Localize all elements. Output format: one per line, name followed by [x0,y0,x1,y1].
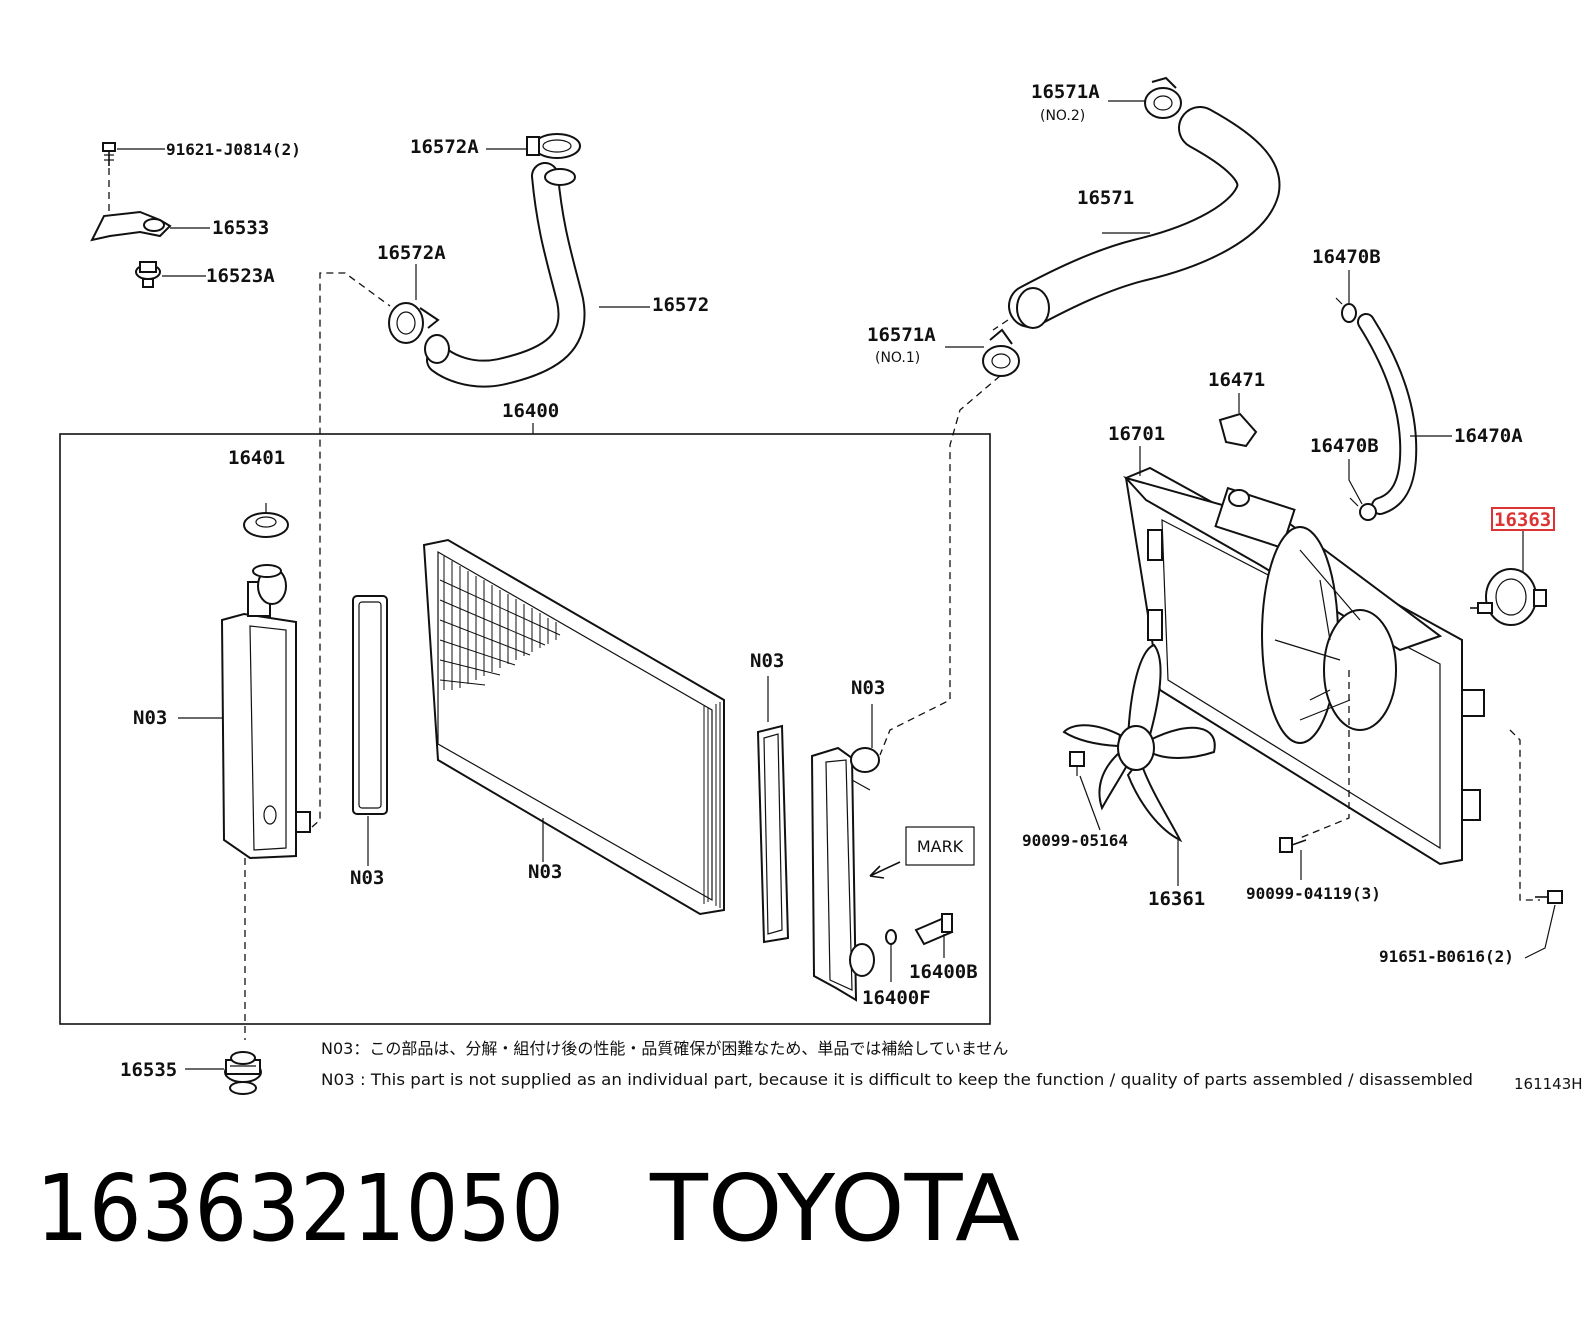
label-cushion: 16535 [120,1059,177,1081]
label-bracket: 16533 [212,217,269,239]
label-hose-clip-top: 16470B [1312,246,1381,268]
label-gasket-right: N03 [750,650,784,672]
label-nut: 90099-05164 [1022,831,1128,850]
label-clamp-upper-a: 16572A [410,136,479,158]
caption-brand: TOYOTA [649,1155,1020,1262]
label-clip: 16471 [1208,369,1265,391]
label-gasket-left: N03 [350,867,384,889]
core-part [422,538,725,916]
bracket-part [90,210,172,242]
label-clamp-upper-b: 16572A [377,242,446,264]
upper-clamp-b-part [388,302,440,344]
label-tank-left: N03 [133,707,167,729]
label-clamp-no1-sub: (NO.1) [875,350,920,366]
shroud-part [1122,466,1485,866]
label-cap: 16401 [228,447,285,469]
note-japanese: N03：この部品は、分解・組付け後の性能・品質確保が困難なため、単品では補給して… [321,1039,1008,1058]
label-core: N03 [528,861,562,883]
label-grommet: 16523A [206,265,275,287]
left-gasket-part [352,595,388,815]
bolt-top-part [102,142,116,166]
screw-part [1279,837,1307,853]
note-english: N03 : This part is not supplied as an in… [321,1070,1473,1089]
hose-clip-top-part [1335,297,1357,323]
label-shroud: 16701 [1108,423,1165,445]
left-tank-part [220,564,311,860]
bolt-right-part [1535,890,1563,904]
upper-clamp-a-part [526,133,581,159]
label-hose-lower: 16571 [1077,187,1134,209]
label-clamp-no2: 16571A [1031,81,1100,103]
label-oring: 16400F [862,987,931,1009]
label-motor: 16363 [1494,509,1551,531]
right-gasket-part [756,724,790,944]
label-tank-right: N03 [851,677,885,699]
label-bolt-right: 91651-B0616(2) [1379,947,1514,966]
right-tank-part [810,746,880,1002]
upper-hose-part [424,162,586,388]
label-bolt-top: 91621-J0814(2) [166,140,301,159]
small-hose-part [1357,313,1418,515]
mark-label: MARK [917,837,964,856]
mark-box: MARK [869,826,975,879]
label-clamp-no1: 16571A [867,324,936,346]
caption-part-number: 1636321050 [36,1155,564,1262]
cap-part [243,503,289,538]
clip-part [1218,412,1258,448]
radiator-assembly-box [59,433,991,1025]
clamp-no2-part [1144,76,1182,119]
grommet-part [135,261,161,288]
label-drain-cock: 16400B [909,961,978,983]
oring-part [885,929,897,945]
drain-cock-part [914,913,954,946]
label-hose-small: 16470A [1454,425,1523,447]
nut-part [1069,751,1085,776]
label-clamp-no2-sub: (NO.2) [1040,108,1085,124]
label-screw: 90099-04119(3) [1246,884,1381,903]
label-radiator-assy: 16400 [502,400,559,422]
diagram-code: 161143H [1514,1075,1583,1093]
fan-part [1062,643,1216,843]
clamp-no1-part [982,328,1020,377]
label-fan: 16361 [1148,888,1205,910]
label-hose-upper: 16572 [652,294,709,316]
motor-highlight-box [1491,507,1555,531]
cushion-part [224,1051,262,1095]
motor-part [1470,568,1547,626]
hose-clip-bottom-part [1349,497,1377,521]
label-hose-clip-bottom: 16470B [1310,435,1379,457]
lower-hose-part [1008,106,1281,329]
